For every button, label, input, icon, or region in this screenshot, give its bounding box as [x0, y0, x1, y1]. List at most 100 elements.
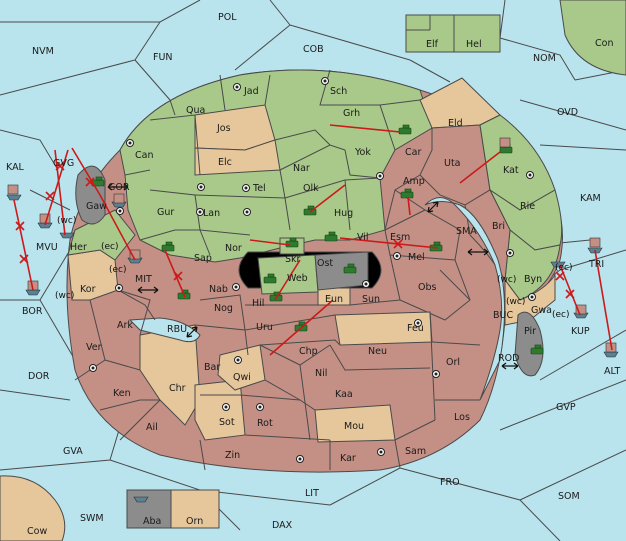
land-label-nor[interactable]: Nor — [225, 243, 242, 254]
land-label-kat[interactable]: Kat — [503, 165, 519, 176]
sea-label-mit[interactable]: MIT — [135, 274, 152, 285]
coast-label-her-ec[interactable]: (ec) — [101, 242, 119, 252]
sea-label-gvg[interactable]: GVG — [53, 158, 74, 169]
land-label-kor[interactable]: Kor — [80, 284, 96, 295]
region-aba[interactable] — [126, 489, 172, 529]
land-label-sch[interactable]: Sch — [330, 86, 347, 97]
coast-label-buc-wc[interactable]: (wc) — [506, 297, 525, 307]
land-label-ark[interactable]: Ark — [117, 320, 133, 331]
land-label-gaw[interactable]: Gaw — [86, 201, 107, 212]
land-label-vil[interactable]: Vil — [357, 232, 369, 243]
land-label-chr[interactable]: Chr — [169, 383, 186, 394]
land-label-orl[interactable]: Orl — [446, 357, 460, 368]
land-label-tel[interactable]: Tel — [252, 183, 266, 194]
sea-label-dax[interactable]: DAX — [272, 520, 293, 531]
land-label-nog[interactable]: Nog — [214, 303, 233, 314]
land-label-gwa[interactable]: Gwa — [531, 305, 552, 316]
region-bri[interactable] — [464, 189, 511, 282]
sea-label-kup[interactable]: KUP — [571, 326, 590, 337]
land-label-bri[interactable]: Bri — [492, 221, 505, 232]
sea-label-pol[interactable]: POL — [218, 12, 237, 23]
sea-label-kam[interactable]: KAM — [580, 193, 601, 204]
coast-label-kor-wc[interactable]: (wc) — [55, 291, 74, 301]
land-label-ail[interactable]: Ail — [146, 422, 158, 433]
land-label-car[interactable]: Car — [405, 147, 421, 158]
land-label-kar[interactable]: Kar — [340, 453, 356, 464]
sea-label-lit[interactable]: LIT — [305, 488, 319, 499]
land-label-feu[interactable]: Feu — [407, 323, 424, 334]
land-label-ken[interactable]: Ken — [113, 388, 131, 399]
land-label-sap[interactable]: Sap — [194, 253, 212, 264]
land-label-elc[interactable]: Elc — [218, 157, 232, 168]
land-label-grh[interactable]: Grh — [343, 108, 360, 119]
sea-label-sma[interactable]: SMA — [456, 226, 477, 237]
land-label-ver[interactable]: Ver — [86, 342, 102, 353]
sea-label-gvp[interactable]: GVP — [556, 402, 576, 413]
region-hel[interactable] — [453, 14, 501, 53]
land-label-qwi[interactable]: Qwi — [233, 372, 251, 383]
sea-label-kal[interactable]: KAL — [6, 162, 25, 173]
sea-label-mvu[interactable]: MVU — [36, 242, 58, 253]
land-label-con[interactable]: Con — [595, 38, 613, 49]
region-qwi[interactable] — [217, 344, 266, 391]
sea-label-gor[interactable]: GOR — [108, 182, 130, 193]
coast-label-byn-wc[interactable]: (wc) — [497, 275, 516, 285]
sea-label-swm[interactable]: SWM — [80, 513, 104, 524]
region-pir[interactable] — [514, 311, 544, 377]
land-label-hil[interactable]: Hil — [252, 298, 264, 309]
sea-label-ovd[interactable]: OVD — [557, 107, 578, 118]
sea-label-som[interactable]: SOM — [558, 491, 580, 502]
land-label-can[interactable]: Can — [135, 150, 153, 161]
land-label-hug[interactable]: Hug — [334, 208, 353, 219]
sea-label-gva[interactable]: GVA — [63, 446, 83, 457]
sea-label-cob[interactable]: COB — [303, 44, 324, 55]
land-label-hel[interactable]: Hel — [466, 39, 482, 50]
region-cow[interactable] — [0, 475, 66, 541]
sea-label-fro[interactable]: FRO — [440, 477, 460, 488]
land-label-cow[interactable]: Cow — [27, 526, 47, 537]
region-orn[interactable] — [170, 489, 220, 529]
land-label-byn[interactable]: Byn — [524, 274, 542, 285]
land-label-jad[interactable]: Jad — [243, 86, 259, 97]
land-label-ost[interactable]: Ost — [317, 258, 333, 269]
region-obs[interactable] — [389, 254, 471, 321]
sea-label-dor[interactable]: DOR — [28, 371, 50, 382]
coast-label-her-wc[interactable]: (ec) — [555, 263, 573, 273]
land-label-nar[interactable]: Nar — [293, 163, 310, 174]
region-web[interactable] — [257, 254, 319, 295]
land-label-aba[interactable]: Aba — [143, 516, 161, 527]
land-label-sot[interactable]: Sot — [219, 417, 235, 428]
region-her[interactable] — [67, 209, 136, 261]
land-label-sam[interactable]: Sam — [405, 446, 426, 457]
land-label-eun[interactable]: Eun — [325, 294, 343, 305]
land-label-nil[interactable]: Nil — [315, 368, 327, 379]
land-label-orn[interactable]: Orn — [186, 516, 203, 527]
land-label-bar[interactable]: Bar — [204, 362, 220, 373]
coast-label-kor-ec[interactable]: (ec) — [109, 265, 127, 275]
land-label-her[interactable]: Her — [70, 242, 87, 253]
land-label-uta[interactable]: Uta — [444, 158, 461, 169]
land-label-neu[interactable]: Neu — [368, 346, 387, 357]
land-label-uru[interactable]: Uru — [256, 322, 273, 333]
land-label-esm[interactable]: Esm — [390, 232, 410, 243]
land-label-qua[interactable]: Qua — [186, 105, 205, 116]
region-elc[interactable] — [194, 139, 281, 176]
sea-label-alt[interactable]: ALT — [604, 366, 620, 377]
sea-label-rod[interactable]: ROD — [498, 353, 519, 364]
sea-label-rbu[interactable]: RBU — [167, 324, 187, 335]
land-label-mel[interactable]: Mel — [408, 252, 425, 263]
land-label-nab[interactable]: Nab — [209, 284, 228, 295]
land-label-lan[interactable]: Lan — [203, 208, 220, 219]
land-label-web[interactable]: Web — [287, 273, 308, 284]
land-label-eld[interactable]: Eld — [448, 118, 463, 129]
sea-label-buc[interactable]: BUC — [493, 310, 513, 321]
land-label-kaa[interactable]: Kaa — [335, 389, 353, 400]
sea-label-fun[interactable]: FUN — [153, 52, 173, 63]
land-label-yok[interactable]: Yok — [354, 147, 371, 158]
sea-label-bor[interactable]: BOR — [22, 306, 43, 317]
sea-label-nvm[interactable]: NVM — [32, 46, 54, 57]
land-label-jos[interactable]: Jos — [216, 123, 231, 134]
land-label-pir[interactable]: Pir — [524, 326, 536, 337]
land-label-olk[interactable]: Olk — [303, 183, 319, 194]
coast-label-gvg-wc[interactable]: (wc) — [57, 216, 76, 226]
